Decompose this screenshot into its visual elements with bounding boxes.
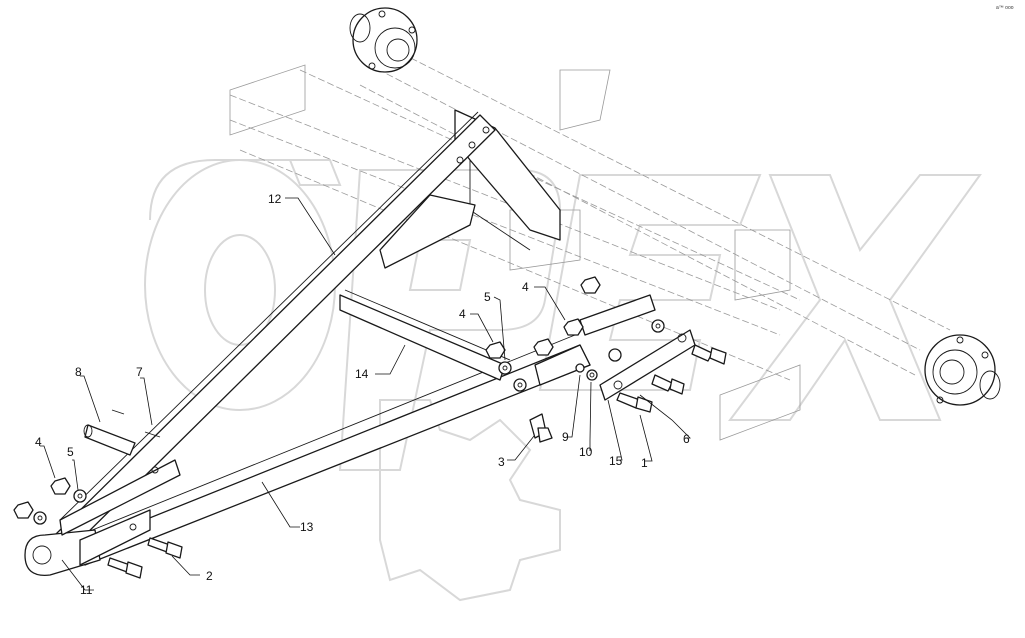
- callout-8: 8: [75, 365, 82, 379]
- callout-13: 13: [300, 520, 314, 534]
- washer-5: [33, 319, 665, 525]
- washer-9-10: [575, 348, 622, 381]
- pin-8: [83, 424, 136, 456]
- callout-labels: 12 14 13 11 2 3 1 15 10 9 6 4 4 5 7 8 4 …: [35, 192, 690, 597]
- bolt-2: [107, 537, 183, 579]
- right-hub: [924, 334, 1001, 406]
- axle-frame-ghost: [229, 39, 951, 441]
- callout-6: 6: [683, 432, 690, 446]
- callout-5-front: 5: [67, 445, 74, 459]
- callout-4-front: 4: [35, 435, 42, 449]
- callout-14: 14: [355, 367, 369, 381]
- callout-2: 2: [206, 569, 213, 583]
- nut-4: [13, 276, 601, 519]
- callout-4-mid: 4: [459, 307, 466, 321]
- callout-9: 9: [562, 430, 569, 444]
- leader-lines: [40, 197, 691, 591]
- cross-member-14: [339, 289, 511, 381]
- drawbar-arm-13: [74, 334, 591, 566]
- clamp-plate-15: [579, 294, 696, 401]
- corner-mark: a™ ooo: [996, 5, 1014, 11]
- callout-3: 3: [498, 455, 505, 469]
- hitch-eye-11: [24, 459, 181, 576]
- bolt-3: [529, 413, 553, 443]
- callout-15: 15: [609, 454, 623, 468]
- callout-7: 7: [136, 365, 143, 379]
- callout-5-mid: 5: [484, 290, 491, 304]
- cotter-7: [111, 409, 161, 438]
- callout-10: 10: [579, 445, 593, 459]
- callout-4-rear: 4: [522, 280, 529, 294]
- callout-1: 1: [641, 456, 648, 470]
- left-hub: [349, 7, 418, 73]
- callout-12: 12: [268, 192, 282, 206]
- callout-11: 11: [80, 583, 93, 597]
- watermark: [144, 159, 982, 602]
